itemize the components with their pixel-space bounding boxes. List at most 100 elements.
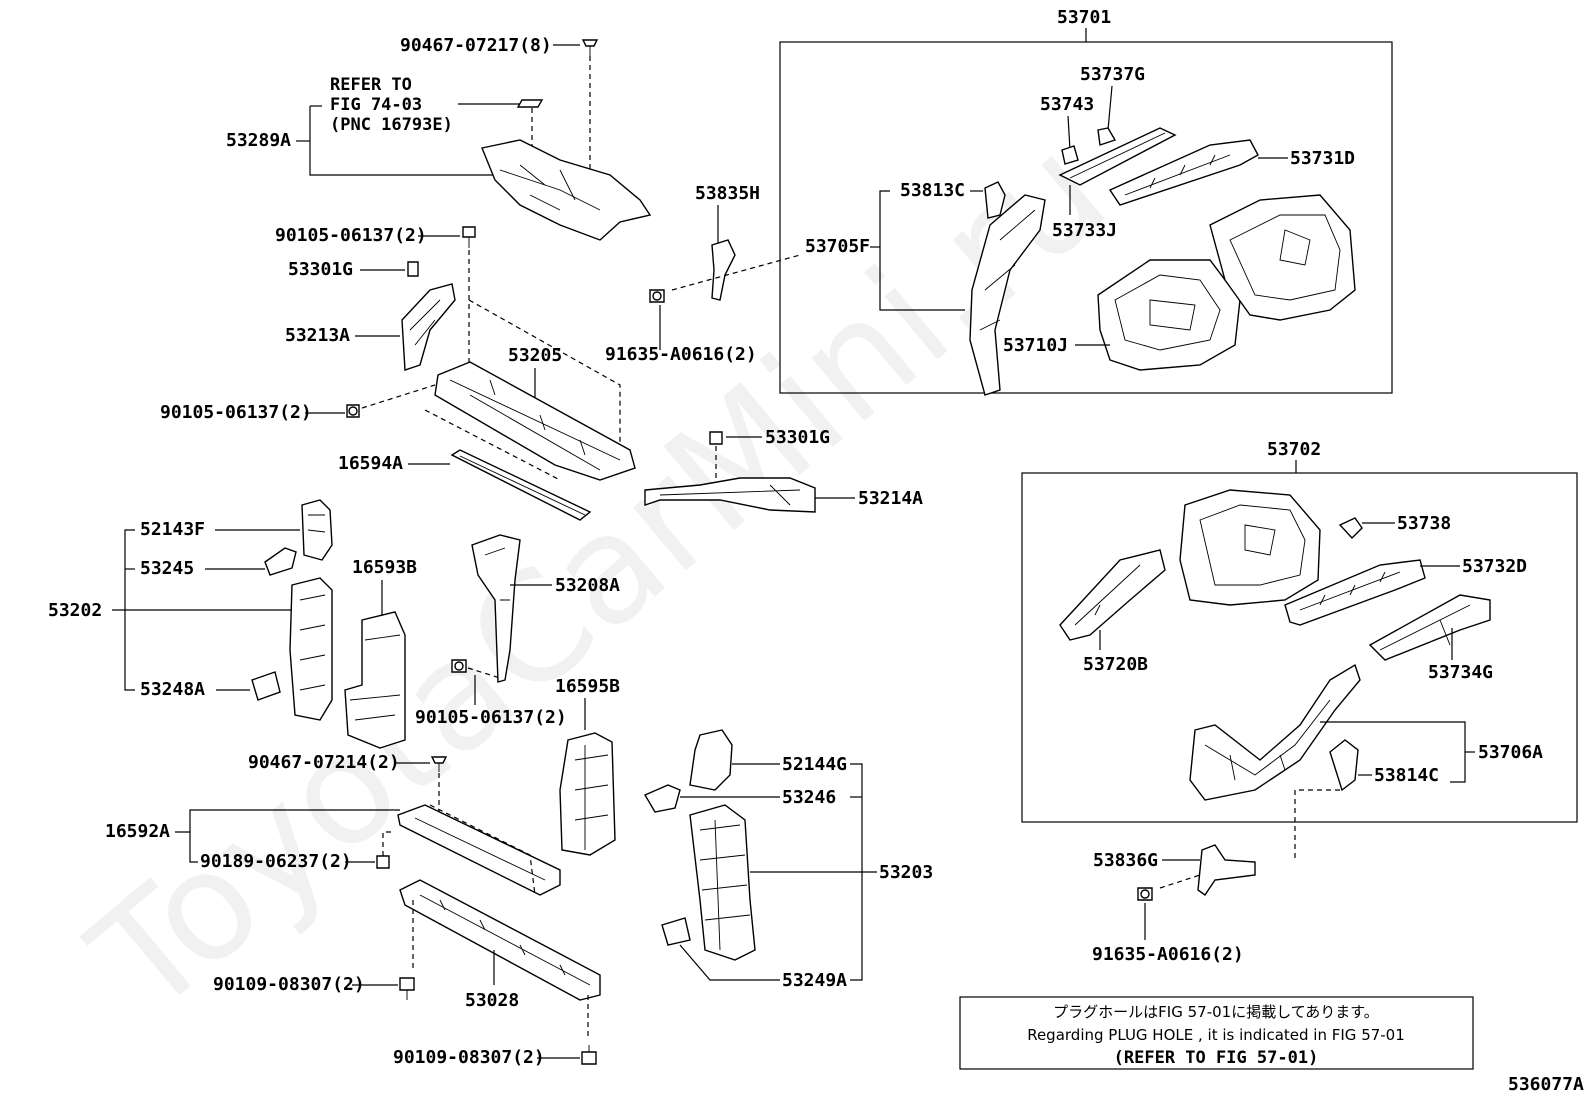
clip-icon — [581, 39, 599, 56]
seal-16592A — [397, 804, 561, 896]
label-53208A: 53208A — [555, 575, 620, 596]
bracket-52144G — [689, 729, 733, 791]
label-53743: 53743 — [1040, 94, 1094, 115]
panel-53720B — [1059, 549, 1166, 641]
label-53301G-left: 53301G — [288, 259, 353, 280]
label-53706A: 53706A — [1478, 742, 1543, 763]
label-53213A: 53213A — [285, 325, 350, 346]
label-90467-07214: 90467-07214(2) — [248, 752, 400, 773]
plug-hole-note-refer: (REFER TO FIG 57-01) — [1114, 1048, 1319, 1068]
label-91635-A0616-bottom: 91635-A0616(2) — [1092, 944, 1244, 965]
label-53248A: 53248A — [140, 679, 205, 700]
label-53301G-right: 53301G — [765, 427, 830, 448]
label-53203: 53203 — [879, 862, 933, 883]
bracket-52143F — [301, 499, 333, 561]
bolt-icon — [399, 977, 415, 1000]
figure-id: 536077A — [1508, 1074, 1584, 1095]
label-53214A: 53214A — [858, 488, 923, 509]
label-16595B: 16595B — [555, 676, 620, 697]
cushion-icon — [709, 431, 723, 445]
label-90189-06237: 90189-06237(2) — [200, 851, 352, 872]
seal-16594A — [450, 449, 592, 521]
bolt-icon — [581, 1045, 597, 1065]
group-label-53701: 53701 — [1057, 7, 1111, 28]
label-53835H: 53835H — [695, 183, 760, 204]
label-53814C: 53814C — [1374, 765, 1439, 786]
label-53737G: 53737G — [1080, 64, 1145, 85]
label-53732D: 53732D — [1462, 556, 1527, 577]
label-53289A: 53289A — [226, 130, 291, 151]
group-label-53702: 53702 — [1267, 439, 1321, 460]
bolt-icon — [451, 659, 467, 673]
bracket-53738 — [1338, 517, 1363, 540]
plug-hole-note-box — [959, 996, 1474, 1070]
label-53734G: 53734G — [1428, 662, 1493, 683]
apron-member-53705F — [969, 194, 1046, 396]
side-support-53202 — [289, 577, 333, 721]
upper-support-53205 — [434, 361, 636, 481]
bolt-icon — [462, 226, 476, 248]
bracket-53208A — [471, 534, 521, 683]
bracket-53836G — [1197, 844, 1256, 896]
plate-53246 — [643, 784, 681, 813]
group-box-53702 — [1021, 472, 1578, 823]
plate-53248A — [251, 671, 281, 701]
label-53202: 53202 — [48, 600, 102, 621]
label-90467-07217: 90467-07217(8) — [400, 35, 552, 56]
plug-hole-note-en: Regarding PLUG HOLE , it is indicated in… — [1027, 1026, 1405, 1044]
plug-hole-note-jp: プラグホールはFIG 57-01に掲載してあります。 — [1053, 1003, 1379, 1021]
label-90105-06137-top: 90105-06137(2) — [275, 225, 427, 246]
bracket-53813C — [984, 181, 1006, 219]
extension-53732D — [1284, 559, 1426, 626]
apron-member-53706A — [1189, 663, 1361, 801]
label-53731D: 53731D — [1290, 148, 1355, 169]
bolt-icon — [1137, 887, 1153, 901]
plate-53245 — [264, 547, 297, 576]
label-16594A: 16594A — [338, 453, 403, 474]
cushion-icon — [407, 261, 419, 277]
label-53028: 53028 — [465, 990, 519, 1011]
cowl-top-panel — [481, 139, 652, 241]
reinforcement-53734G — [1368, 594, 1491, 661]
plate-53249A — [661, 917, 691, 946]
refer-line-1: REFER TO — [330, 75, 412, 95]
refer-line-3: (PNC 16793E) — [330, 115, 453, 135]
label-90109-08307-a: 90109-08307(2) — [213, 974, 365, 995]
support-53214A — [644, 477, 816, 513]
label-90109-08307-b: 90109-08307(2) — [393, 1047, 545, 1068]
label-53813C: 53813C — [900, 180, 965, 201]
bolt-icon — [649, 289, 665, 303]
label-16593B: 16593B — [352, 557, 417, 578]
label-53205: 53205 — [508, 345, 562, 366]
apron-53702 — [1179, 489, 1321, 606]
label-16592A: 16592A — [105, 821, 170, 842]
bolt-icon — [346, 404, 360, 418]
label-90105-06137-low: 90105-06137(2) — [415, 707, 567, 728]
wheel-house-53710J — [1097, 259, 1241, 371]
label-53705F: 53705F — [805, 236, 870, 257]
refer-line-2: FIG 74-03 — [330, 95, 422, 115]
clip-icon — [430, 756, 448, 772]
label-53720B: 53720B — [1083, 654, 1148, 675]
label-53249A: 53249A — [782, 970, 847, 991]
label-90105-06137-mid: 90105-06137(2) — [160, 402, 312, 423]
duct-16593B — [344, 611, 406, 749]
label-53836G: 53836G — [1093, 850, 1158, 871]
label-91635-A0616-top: 91635-A0616(2) — [605, 344, 757, 365]
reinforcement-53733J — [1058, 127, 1177, 186]
label-53245: 53245 — [140, 558, 194, 579]
label-53738: 53738 — [1397, 513, 1451, 534]
label-52143F: 52143F — [140, 519, 205, 540]
clip-icon — [376, 855, 390, 869]
bracket-53835H — [711, 239, 736, 301]
label-52144G: 52144G — [782, 754, 847, 775]
duct-16595B — [559, 732, 616, 856]
label-53733J: 53733J — [1052, 220, 1117, 241]
plate-53743 — [1061, 145, 1079, 165]
lower-support-53028 — [399, 879, 601, 1001]
bracket-53213A — [401, 283, 456, 371]
apron-53701 — [1209, 194, 1356, 321]
bracket-53814C — [1329, 739, 1359, 792]
label-53710J: 53710J — [1003, 335, 1068, 356]
